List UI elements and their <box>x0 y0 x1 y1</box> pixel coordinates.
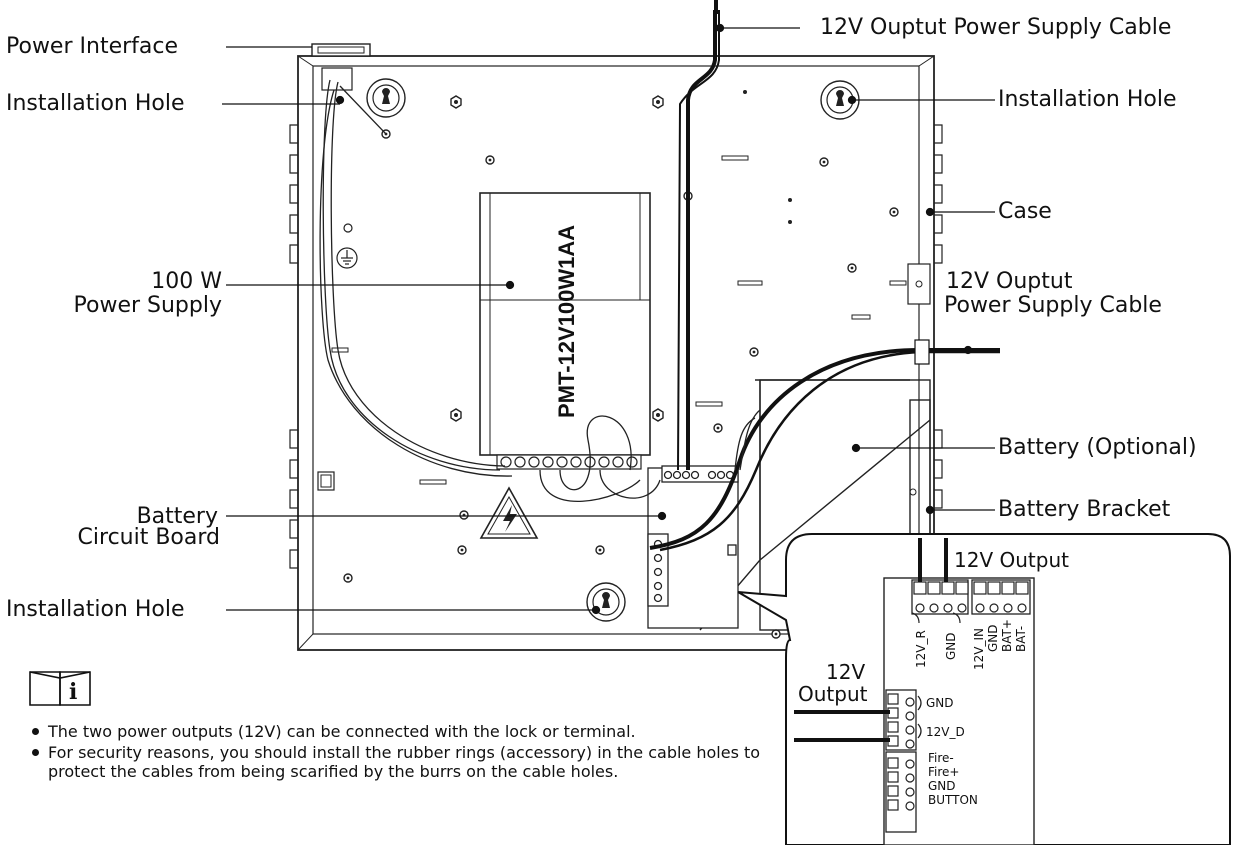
side-label-fire-minus: Fire- <box>928 751 954 765</box>
label-power-interface: Power Interface <box>6 34 179 59</box>
notes-list: The two power outputs (12V) can be conne… <box>30 722 770 783</box>
note-item: The two power outputs (12V) can be conne… <box>30 722 770 741</box>
label-installation-hole-top-right: Installation Hole <box>998 87 1177 112</box>
label-circuit-board-1: Battery <box>136 504 218 529</box>
label-case: Case <box>998 199 1052 224</box>
side-label-gnd-2: GND <box>928 779 956 793</box>
terminal-label-12v-r: 12V_R <box>914 630 928 668</box>
label-output-cable-side-2: Power Supply Cable <box>944 293 1162 318</box>
power-supply-module <box>479 192 651 470</box>
terminal-label-gnd-in: GND <box>986 624 1000 652</box>
side-label-button: BUTTON <box>928 793 978 807</box>
side-label-12v-d: 12V_D <box>926 725 965 739</box>
label-installation-hole-bottom: Installation Hole <box>6 597 185 622</box>
callout-left-output-1: 12V <box>826 660 866 684</box>
internal-wiring <box>319 79 761 503</box>
terminal-label-12v-in: 12V_IN <box>972 628 986 670</box>
svg-text:i: i <box>69 679 77 705</box>
label-power-supply-1: 100 W <box>151 269 222 294</box>
info-book-icon: i <box>29 671 91 706</box>
installation-hole-top-left <box>366 78 406 118</box>
terminal-label-bat-plus: BAT+ <box>1000 619 1014 652</box>
power-supply-model-text: PMT-12V100W1AA <box>554 225 579 418</box>
label-battery-bracket: Battery Bracket <box>998 497 1171 522</box>
label-installation-hole-top-left: Installation Hole <box>6 91 185 116</box>
label-output-cable-side-1: 12V Ouptut <box>946 269 1073 294</box>
terminal-callout <box>737 533 1231 845</box>
callout-left-output-2: Output <box>798 682 868 706</box>
label-circuit-board-2: Circuit Board <box>77 525 220 550</box>
terminal-label-gnd-top: GND <box>944 632 958 660</box>
side-label-fire-plus: Fire+ <box>928 765 960 779</box>
label-battery: Battery (Optional) <box>998 435 1197 460</box>
note-item: For security reasons, you should install… <box>30 743 770 781</box>
leader-lines <box>222 23 995 615</box>
terminal-label-bat-minus: BAT- <box>1014 625 1028 652</box>
label-output-cable-top: 12V Ouptut Power Supply Cable <box>820 15 1172 40</box>
cable-top-output <box>677 0 720 471</box>
installation-hole-bottom <box>586 582 626 622</box>
callout-top-output-label: 12V Output <box>954 548 1069 572</box>
cable-side-output <box>649 339 1000 552</box>
label-power-supply-2: Power Supply <box>73 293 222 318</box>
side-label-gnd: GND <box>926 696 954 710</box>
